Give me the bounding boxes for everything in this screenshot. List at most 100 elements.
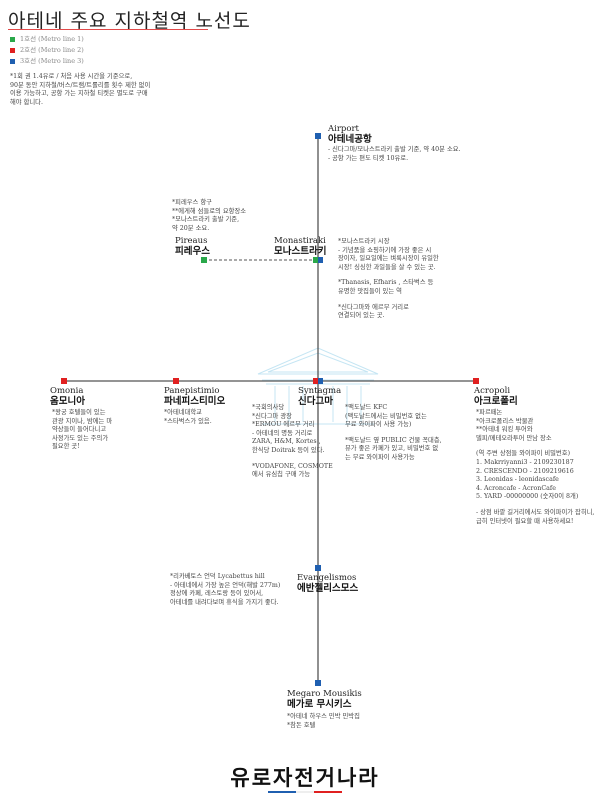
- airport-stop[interactable]: [315, 133, 321, 139]
- station-pireaus[interactable]: Pireaus 피레우스: [175, 236, 210, 257]
- brand-logo: 유로자전거나라: [230, 766, 380, 790]
- station-name-ko: 신다그마: [298, 396, 333, 407]
- legend-item-line3: 3호선 (Metro line 3): [10, 56, 84, 67]
- note-line: *맥도날드 KFC: [345, 404, 388, 411]
- page-title: 아테네 주요 지하철역 노선도: [8, 10, 251, 32]
- note-line: 장이자, 일요일에는 벼룩시장이 유일한: [338, 255, 439, 263]
- note-line: 약 20분 소요.: [172, 224, 210, 232]
- station-name-en: Panepistimio: [164, 386, 220, 396]
- airport-notes: - 신다그마/모나스트라키 출발 기준, 약 40분 소요. - 공항 가는 편…: [328, 146, 461, 163]
- note-line: *국회의사당: [252, 404, 285, 411]
- note-spacer: [345, 430, 465, 437]
- note-line: 90분 동안 지하철/버스/트램/트롤리를 횟수 제한 없이: [10, 81, 151, 89]
- note-line: *VODAFONE, COSMOTE: [252, 462, 333, 470]
- station-name-en: Syntagma: [298, 386, 342, 396]
- station-name-en: Omonia: [50, 386, 84, 396]
- station-name-ko: 아크로폴리: [474, 396, 518, 407]
- station-omonia[interactable]: Omonia 옴모니아: [50, 386, 85, 407]
- station-name-en: Pireaus: [175, 236, 208, 246]
- station-evangelismos[interactable]: Evangelismos 에반젤리스모스: [297, 573, 358, 594]
- station-name-en: Megaro Mousikis: [287, 689, 362, 699]
- note-line: - 기념품을 쇼핑하기에 가장 좋은 시: [338, 246, 432, 254]
- line3-swatch: [10, 59, 15, 64]
- station-name-en: Monastiraki: [274, 236, 326, 246]
- note-line: - 아테네에서 가장 높은 언덕(해발 277m): [170, 581, 281, 589]
- station-name-en: Airport: [328, 124, 359, 134]
- note-line: *아테네대학교: [164, 409, 202, 416]
- line1-swatch: [10, 37, 15, 42]
- note-line: - 아테네의 명동 거리로: [252, 429, 313, 437]
- note-line: 에서 유심칩 구매 가능: [252, 471, 311, 479]
- station-name-ko: 에반젤리스모스: [297, 583, 359, 594]
- station-name-ko: 메가로 무시키스: [287, 699, 352, 710]
- panepistimio-stop[interactable]: [173, 378, 179, 384]
- note-line: 델피/메테오라투어 만남 장소: [476, 434, 552, 442]
- omonia-notes: *왕궁 호텔들이 있는 관광 지이나, 밤에는 마 약상들이 들어다니고 사정가…: [52, 409, 112, 452]
- title-underline: [8, 29, 208, 30]
- evangelismos-stop[interactable]: [315, 565, 321, 571]
- station-megaro-mousikis[interactable]: Megaro Mousikis 메가로 무시키스: [287, 689, 362, 710]
- megaro-stop[interactable]: [315, 680, 321, 686]
- note-line: (맥도날드에서는 비밀번호 없는: [345, 412, 427, 420]
- ticket-note: *1회 권 1.4유로 / 처음 사용 시간을 기준으로, 90분 동안 지하철…: [10, 73, 175, 107]
- note-line: *아테네 하우스 민박 민박집: [287, 713, 360, 720]
- note-line: 2. CRESCENDO - 2109219616: [476, 467, 574, 475]
- panepistimio-notes: *아테네대학교 *스타벅스가 있음.: [164, 409, 212, 426]
- logo-stripe-blue: [268, 791, 296, 793]
- note-line: 3. Leonidas - leonidascafe: [476, 476, 559, 484]
- note-line: *Thanasis, Efharis , 스타벅스 등: [338, 279, 434, 287]
- megaro-notes: *아테네 하우스 민박 민박집 *참돈 호텔: [287, 713, 360, 730]
- line2-mark: [313, 378, 318, 384]
- legend: 1호선 (Metro line 1) 2호선 (Metro line 2) 3호…: [10, 34, 84, 67]
- syntagma-stop[interactable]: [313, 378, 323, 384]
- acropoli-stop[interactable]: [473, 378, 479, 384]
- monastiraki-stop[interactable]: [313, 257, 323, 263]
- station-acropoli[interactable]: Acropoli 아크로폴리: [474, 386, 518, 407]
- note-line: 관광 지이나, 밤에는 마: [52, 417, 113, 425]
- note-line: 급히 인터넷이 필요할 때 사용하세요!: [476, 517, 574, 525]
- legend-label: 1호선 (Metro line 1): [20, 35, 84, 43]
- legend-item-line2: 2호선 (Metro line 2): [10, 45, 84, 56]
- station-name-ko: 모나스트라키: [274, 246, 327, 257]
- note-line: **아테네 워킹 투어와: [476, 426, 533, 434]
- note-line: *왕궁 호텔들이 있는: [52, 409, 106, 416]
- syntagma-notes-right: *맥도날드 KFC (맥도날드에서는 비밀번호 없는 무료 와이파이 사용 가능…: [345, 404, 465, 463]
- pireaus-stop[interactable]: [201, 257, 207, 263]
- station-panepistimio[interactable]: Panepistimio 파네피스티미오: [164, 386, 225, 407]
- note-line: 1. Makrriyanni3 - 2109230187: [476, 458, 574, 466]
- note-line: 해야 합니다.: [10, 98, 43, 106]
- station-name-en: Evangelismos: [297, 573, 357, 583]
- omonia-stop[interactable]: [61, 378, 67, 384]
- station-monastiraki[interactable]: Monastiraki 모나스트라키: [274, 236, 326, 257]
- note-line: 필요한 곳!: [52, 443, 80, 451]
- legend-label: 3호선 (Metro line 3): [20, 57, 84, 65]
- note-line: **에게해 섬들로의 요항장소: [172, 207, 247, 215]
- logo-stripe-white: [296, 791, 314, 793]
- note-line: (역 주변 상점들 와이파이 비밀번호): [476, 450, 571, 458]
- note-spacer: [252, 456, 342, 463]
- note-line: 사정가도 있는 주의가: [52, 434, 109, 442]
- station-airport[interactable]: Airport 아테네공항: [328, 124, 372, 145]
- note-line: *신다그마와 에르무 거리로: [338, 303, 409, 311]
- note-spacer: [476, 502, 608, 509]
- note-line: 시장! 싱싱한 과일들을 살 수 있는 곳.: [338, 263, 436, 271]
- note-line: 무료 와이파이 사용 가능): [345, 421, 412, 429]
- station-name-ko: 옴모니아: [50, 396, 85, 407]
- note-line: - 상점 바깥 길거리에서도 와이파이가 잡히니,: [476, 508, 595, 516]
- note-line: 한식당 Doitrak 등이 있다.: [252, 446, 325, 454]
- station-syntagma[interactable]: Syntagma 신다그마: [298, 386, 341, 407]
- station-name-en: Acropoli: [474, 386, 511, 396]
- note-line: *1회 권 1.4유로 / 처음 사용 시간을 기준으로,: [10, 73, 133, 80]
- monastiraki-notes: *모나스트라키 시장 - 기념품을 쇼핑하기에 가장 좋은 시 장이자, 일요일…: [338, 238, 478, 321]
- note-line: 는 무료 와이파이 사용가능: [345, 453, 415, 461]
- note-line: *스타벅스가 있음.: [164, 417, 212, 425]
- note-line: 유명한 맛집들이 있는 역: [338, 287, 402, 295]
- note-line: ZARA, H&M, Kortes ,: [252, 438, 321, 446]
- line2-swatch: [10, 48, 15, 53]
- line3-mark: [318, 378, 323, 384]
- note-line: 5. YARD -00000000 (숫자0이 8개): [476, 493, 579, 501]
- note-line: 약상들이 들어다니고: [52, 426, 107, 434]
- note-line: - 신다그마/모나스트라키 출발 기준, 약 40분 소요.: [328, 146, 461, 153]
- note-line: *맥도날드 옆 PUBLIC 건물 꼭대층,: [345, 436, 442, 444]
